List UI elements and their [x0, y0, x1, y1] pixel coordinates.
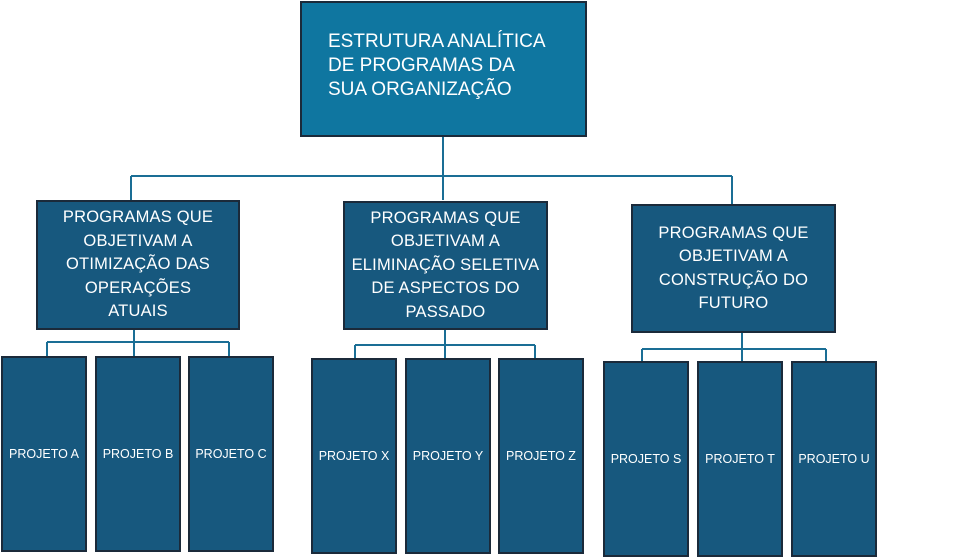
branch-node-label: PROGRAMAS QUE OBJETIVAM A ELIMINAÇÃO SEL… — [351, 208, 540, 321]
project-label: PROJETO Z — [506, 449, 576, 463]
branch-node-1: PROGRAMAS QUE OBJETIVAM A OTIMIZAÇÃO DAS… — [36, 200, 240, 330]
project-node-t: PROJETO T — [697, 361, 783, 557]
project-label: PROJETO A — [9, 447, 79, 461]
root-node-label: ESTRUTURA ANALÍTICA DE PROGRAMAS DA SUA … — [328, 31, 546, 100]
project-node-c: PROJETO C — [188, 356, 274, 552]
project-node-u: PROJETO U — [791, 361, 877, 557]
project-node-s: PROJETO S — [603, 361, 689, 557]
project-label: PROJETO X — [318, 449, 390, 463]
branch-node-3: PROGRAMAS QUE OBJETIVAM A CONSTRUÇÃO DO … — [631, 204, 836, 333]
branch-node-2: PROGRAMAS QUE OBJETIVAM A ELIMINAÇÃO SEL… — [343, 201, 548, 330]
project-label: PROJETO B — [102, 447, 174, 461]
project-label: PROJETO U — [798, 452, 870, 466]
project-node-b: PROJETO B — [95, 356, 181, 552]
project-label: PROJETO S — [610, 452, 682, 466]
project-node-z: PROJETO Z — [498, 358, 584, 554]
project-node-a: PROJETO A — [1, 356, 87, 552]
root-node: ESTRUTURA ANALÍTICA DE PROGRAMAS DA SUA … — [300, 1, 587, 137]
project-label: PROJETO C — [195, 447, 267, 461]
project-node-x: PROJETO X — [311, 358, 397, 554]
branch-node-label: PROGRAMAS QUE OBJETIVAM A OTIMIZAÇÃO DAS… — [62, 208, 214, 321]
project-label: PROJETO Y — [412, 449, 484, 463]
branch-node-label: PROGRAMAS QUE OBJETIVAM A CONSTRUÇÃO DO … — [658, 223, 809, 313]
project-label: PROJETO T — [705, 452, 775, 466]
project-node-y: PROJETO Y — [405, 358, 491, 554]
